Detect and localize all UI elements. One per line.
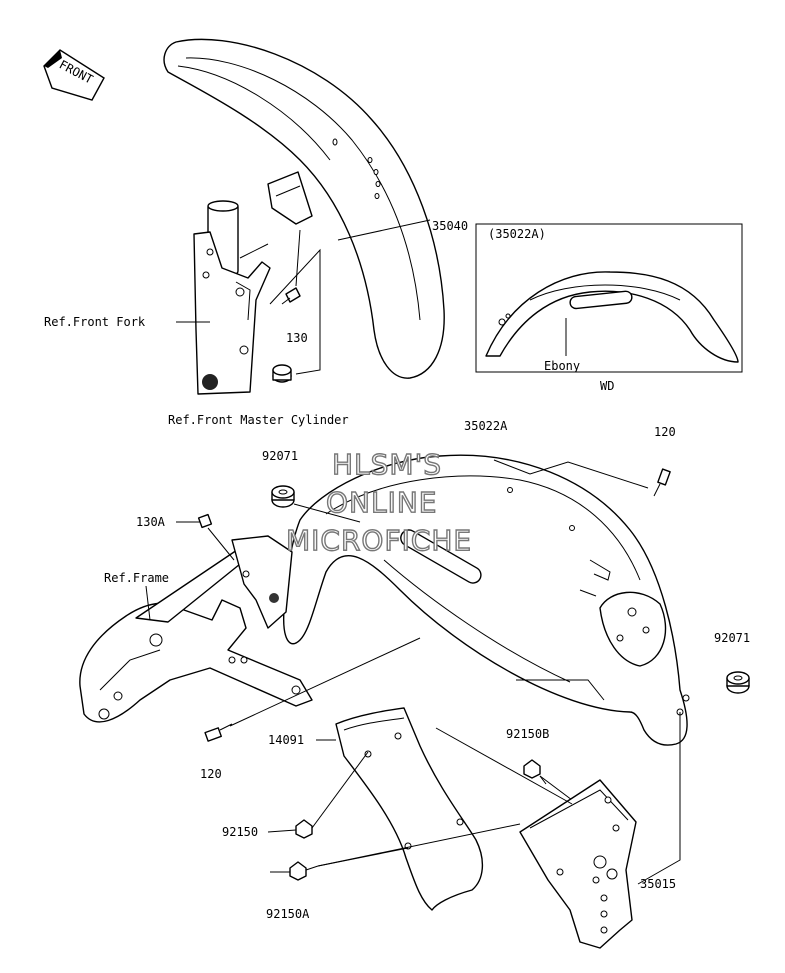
grommet-92071-right [726, 671, 750, 694]
label-92071-right: 92071 [714, 631, 750, 645]
label-120-top: 120 [654, 425, 676, 439]
watermark-line3: MICROFICHE [286, 524, 472, 557]
label-92150A: 92150A [266, 907, 310, 921]
grommet-92071-left [271, 485, 295, 508]
label-ref-frame: Ref.Frame [104, 571, 169, 585]
watermark-line1: HLSM'S [332, 448, 442, 481]
inset-caption: WD [600, 379, 614, 393]
label-35022A: 35022A [464, 419, 508, 433]
watermark: HLSM'S ONLINE MICROFICHE [285, 447, 472, 557]
label-35040: 35040 [432, 219, 468, 233]
label-120-bottom: 120 [200, 767, 222, 781]
bolt-92150 [295, 819, 313, 839]
label-92071-left: 92071 [262, 449, 298, 463]
collar [272, 364, 292, 383]
rear-fender-35022A [283, 454, 690, 746]
bolt-130 [281, 287, 301, 305]
label-ref-front-fork: Ref.Front Fork [44, 315, 146, 329]
bolt-120-top [653, 468, 671, 497]
inset-title: (35022A) [488, 227, 546, 241]
bolt-120-bottom [204, 723, 233, 742]
label-ref-front-master-cylinder: Ref.Front Master Cylinder [168, 413, 349, 427]
watermark-line2: ONLINE [326, 486, 437, 519]
label-14091: 14091 [268, 733, 304, 747]
label-92150B: 92150B [506, 727, 549, 741]
label-130A: 130A [136, 515, 166, 529]
label-92150: 92150 [222, 825, 258, 839]
front-arrow-icon: FRONT [43, 49, 105, 101]
frame [79, 535, 313, 723]
inset-box [475, 223, 743, 373]
label-35015: 35015 [640, 877, 676, 891]
inset-color-label: Ebony [544, 359, 580, 373]
front-fork [193, 200, 271, 395]
inner-fender-14091 [335, 707, 483, 911]
bolt-92150A [289, 861, 319, 881]
license-bracket-35015 [519, 779, 637, 949]
bolt-92150B [523, 759, 547, 785]
bolt-130A [197, 513, 235, 561]
label-130: 130 [286, 331, 308, 345]
front-fender-35040 [163, 38, 445, 379]
